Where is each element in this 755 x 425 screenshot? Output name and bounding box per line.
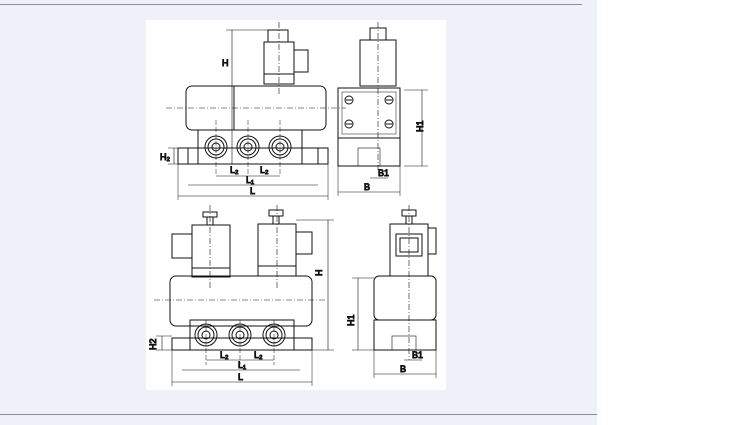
front-view-single-solenoid: H H₂ L₂ L₂ L₁ L bbox=[160, 22, 346, 200]
dim-label-B1: B1 bbox=[378, 168, 389, 178]
dim-label-H1: H1 bbox=[415, 120, 425, 132]
port-block bbox=[197, 129, 303, 165]
bottom-divider bbox=[0, 414, 597, 415]
side-view-single-solenoid: H1 B1 B bbox=[337, 22, 428, 196]
side-base bbox=[337, 137, 401, 167]
side-valve-body bbox=[337, 87, 401, 139]
mounting-screws bbox=[344, 95, 394, 129]
dim-label-H2-double: H2 bbox=[148, 338, 158, 350]
port-3 bbox=[268, 135, 292, 159]
dim-label-L1-double: L₁ bbox=[238, 360, 246, 370]
valve-body-double bbox=[169, 275, 313, 327]
port-1 bbox=[204, 135, 228, 159]
connector-box bbox=[293, 49, 309, 73]
base-plate bbox=[177, 147, 329, 165]
side-base-double bbox=[373, 319, 437, 351]
dim-label-B-double: B bbox=[400, 364, 406, 374]
base-plate-double bbox=[171, 337, 313, 351]
dim-label-L1: L₁ bbox=[246, 175, 254, 185]
dim-label-H-double: H bbox=[314, 270, 324, 277]
top-divider bbox=[0, 4, 582, 5]
coil-cap bbox=[267, 29, 289, 43]
dim-label-L: L bbox=[250, 186, 255, 196]
connector-right bbox=[295, 231, 313, 255]
port-2 bbox=[236, 135, 260, 159]
dim-label-L2a-double: L₂ bbox=[220, 350, 229, 360]
technical-drawing: H H₂ L₂ L₂ L₁ L bbox=[146, 20, 446, 390]
side-valve-body-double bbox=[373, 275, 437, 321]
connector-left bbox=[171, 233, 193, 259]
dim-label-L2b-double: L₂ bbox=[254, 350, 263, 360]
dim-label-H2: H₂ bbox=[160, 152, 170, 162]
side-view-double-solenoid: H1 B1 B bbox=[346, 205, 437, 378]
dim-label-L2b: L₂ bbox=[260, 165, 269, 175]
dim-label-B1-double: B1 bbox=[412, 350, 423, 360]
dim-label-B: B bbox=[364, 182, 370, 192]
front-view-double-solenoid: H H2 L₂ L₂ L₁ L bbox=[148, 205, 334, 386]
dim-label-L2a: L₂ bbox=[230, 165, 239, 175]
dim-label-H: H bbox=[222, 58, 229, 68]
dim-label-H1-double: H1 bbox=[346, 314, 356, 326]
dim-label-L-double: L bbox=[238, 372, 243, 382]
coil-left bbox=[191, 224, 231, 278]
